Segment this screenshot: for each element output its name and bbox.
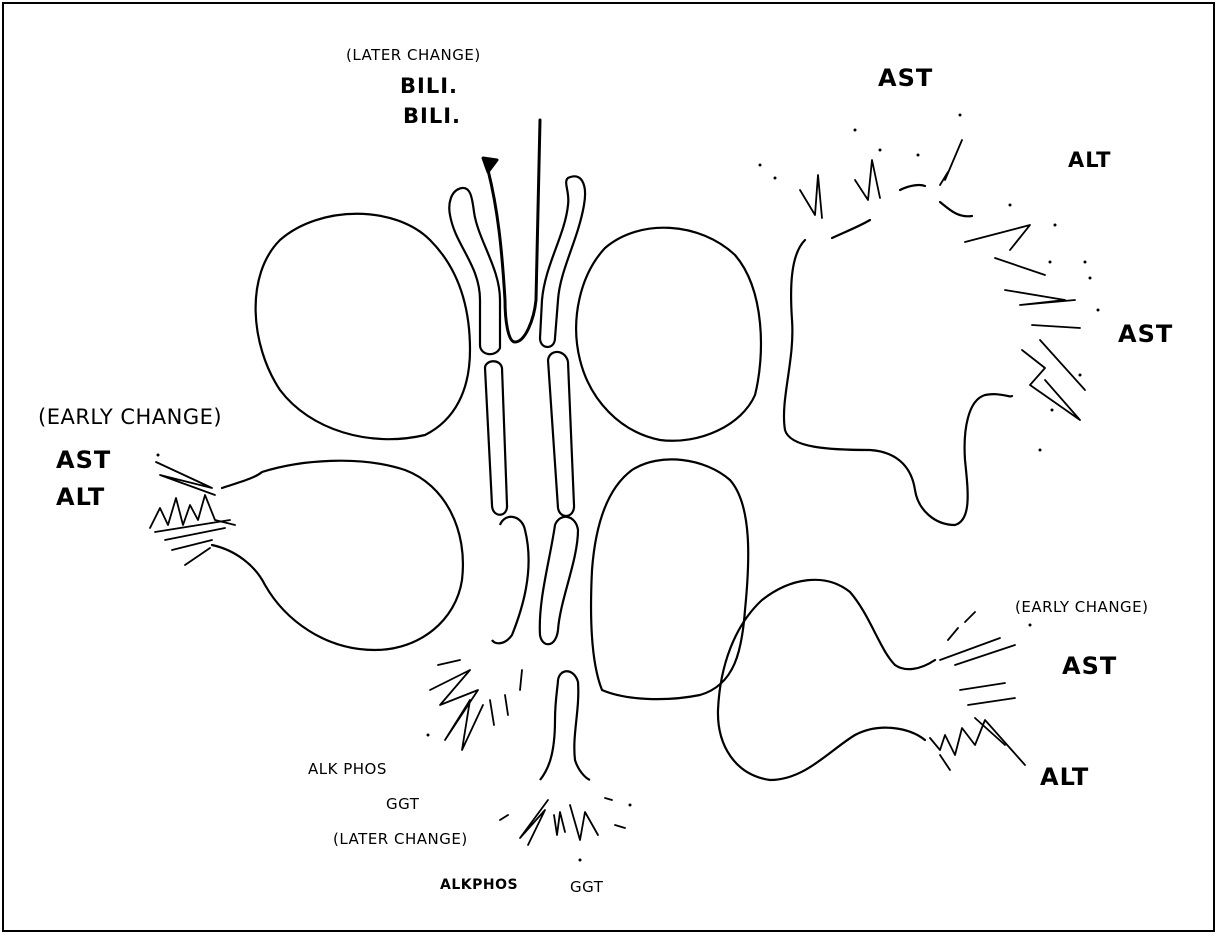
label-right-ast-top: AST	[878, 66, 933, 90]
burst-upper-right	[800, 140, 1085, 420]
label-bottom-alkphos: ALKPHOS	[440, 878, 518, 892]
burst-duct-left	[430, 660, 522, 750]
scatter-dots	[157, 114, 1100, 862]
duct-right-segment-4	[558, 671, 590, 780]
duct-left-top	[449, 188, 500, 354]
hepatocyte-lower-left	[212, 461, 463, 650]
label-br-ast: AST	[1062, 654, 1117, 678]
label-left-ast: AST	[56, 448, 111, 472]
label-br-early-change: (EARLY CHANGE)	[1015, 600, 1149, 615]
label-right-alt: ALT	[1068, 150, 1111, 171]
duct-right-top	[540, 176, 585, 347]
label-top-later-change: (LATER CHANGE)	[346, 48, 481, 63]
duct-left-segment-3	[492, 517, 529, 643]
label-left-early-change: (EARLY CHANGE)	[38, 407, 222, 428]
label-bottom-ggt-2: GGT	[570, 880, 603, 895]
bile-flow-line	[488, 120, 540, 342]
hepatocyte-damaged-lower-right	[718, 580, 935, 780]
burst-lower-right	[930, 612, 1025, 770]
label-br-alt: ALT	[1040, 765, 1089, 789]
label-right-ast-mid: AST	[1118, 322, 1173, 346]
duct-right-segment-3	[540, 517, 578, 644]
hepatocyte-damaged-upper-right-top	[832, 220, 870, 238]
hepatocyte-damaged-upper-right-top3	[940, 202, 972, 216]
hepatocyte-damaged-upper-right	[784, 240, 1012, 525]
label-bottom-ggt: GGT	[386, 797, 419, 812]
duct-left-segment-2	[485, 361, 507, 515]
label-top-bili-2: BILI.	[403, 106, 461, 127]
label-bottom-later-change: (LATER CHANGE)	[333, 832, 468, 847]
label-top-bili-1: BILI.	[400, 76, 458, 97]
bile-flow-arrowhead	[483, 158, 497, 172]
duct-right-segment-2	[548, 352, 574, 516]
burst-duct-bottom	[500, 798, 625, 845]
label-bottom-alk-phos: ALK PHOS	[308, 762, 387, 777]
burst-left	[150, 462, 235, 565]
hepatocyte-upper-left	[256, 214, 470, 439]
duct-bottom-flare-left	[540, 680, 558, 780]
label-left-alt: ALT	[56, 485, 105, 509]
hepatocyte-upper-center-right	[576, 228, 761, 441]
hepatocyte-damaged-upper-right-top2	[900, 185, 925, 190]
